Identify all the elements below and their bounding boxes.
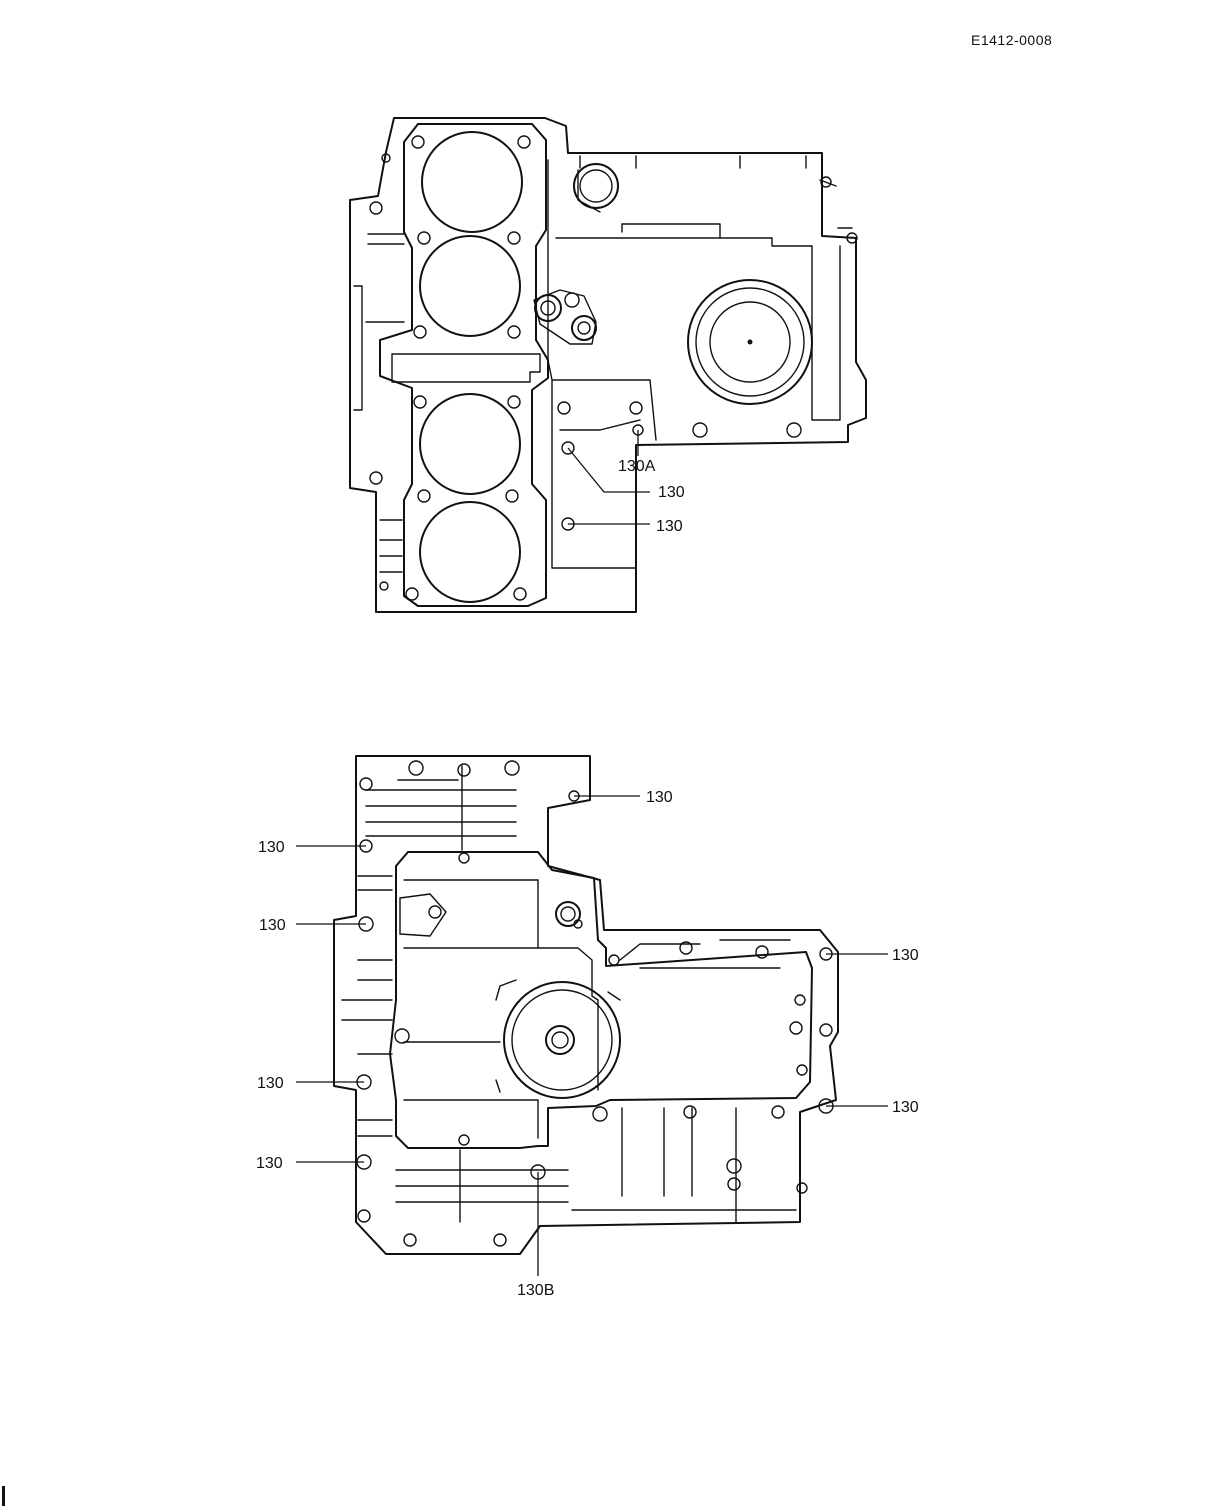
clutch-center: [747, 339, 753, 345]
left-ribs: [353, 285, 403, 573]
upper-case-top-slots: [579, 155, 853, 229]
head-bolt-holes: [369, 135, 531, 601]
cylinder-bore: [419, 235, 521, 337]
callout-130: 130: [658, 484, 685, 501]
page-code: E1412-0008: [971, 32, 1053, 48]
lower-case-outline: [333, 755, 839, 1255]
callout-130: 130: [646, 789, 673, 806]
cylinder-bore: [419, 501, 521, 603]
oil-pan-lip: [389, 851, 813, 1149]
top-ribs: [341, 765, 797, 1223]
callout-130: 130: [892, 1099, 919, 1116]
upper-crankcase-view: [349, 117, 867, 613]
upper-case-inner-edge: [547, 159, 657, 569]
cylinder-bore: [419, 393, 521, 495]
lower-crankcase-view: [296, 755, 888, 1276]
cylinder-bore: [421, 131, 523, 233]
drain-plug: [555, 901, 581, 927]
breather-cluster: [533, 289, 597, 345]
head-gasket: [379, 123, 549, 607]
filter-mount: [399, 893, 447, 937]
side-slot: [365, 233, 405, 323]
oil-pump-shaft: [545, 1025, 575, 1055]
callout-130: 130: [257, 1075, 284, 1092]
callout-130: 130: [892, 947, 919, 964]
callout-130: 130: [259, 917, 286, 934]
clutch-cover: [687, 279, 813, 405]
pan-bolt-holes: [356, 760, 834, 1247]
oil-filler-cap: [573, 163, 619, 209]
callout-130A: 130A: [618, 458, 656, 475]
upper-case-outline: [349, 117, 867, 613]
callout-130: 130: [656, 518, 683, 535]
oil-pump-cover: [503, 981, 621, 1099]
oil-pan-inner: [403, 879, 599, 1139]
margin-mark: [2, 1486, 5, 1506]
callout-130: 130: [258, 839, 285, 856]
oil-passage-slot: [391, 353, 541, 383]
leader-130-a: [567, 447, 650, 493]
callout-130: 130: [256, 1155, 283, 1172]
callout-130B: 130B: [517, 1282, 554, 1299]
